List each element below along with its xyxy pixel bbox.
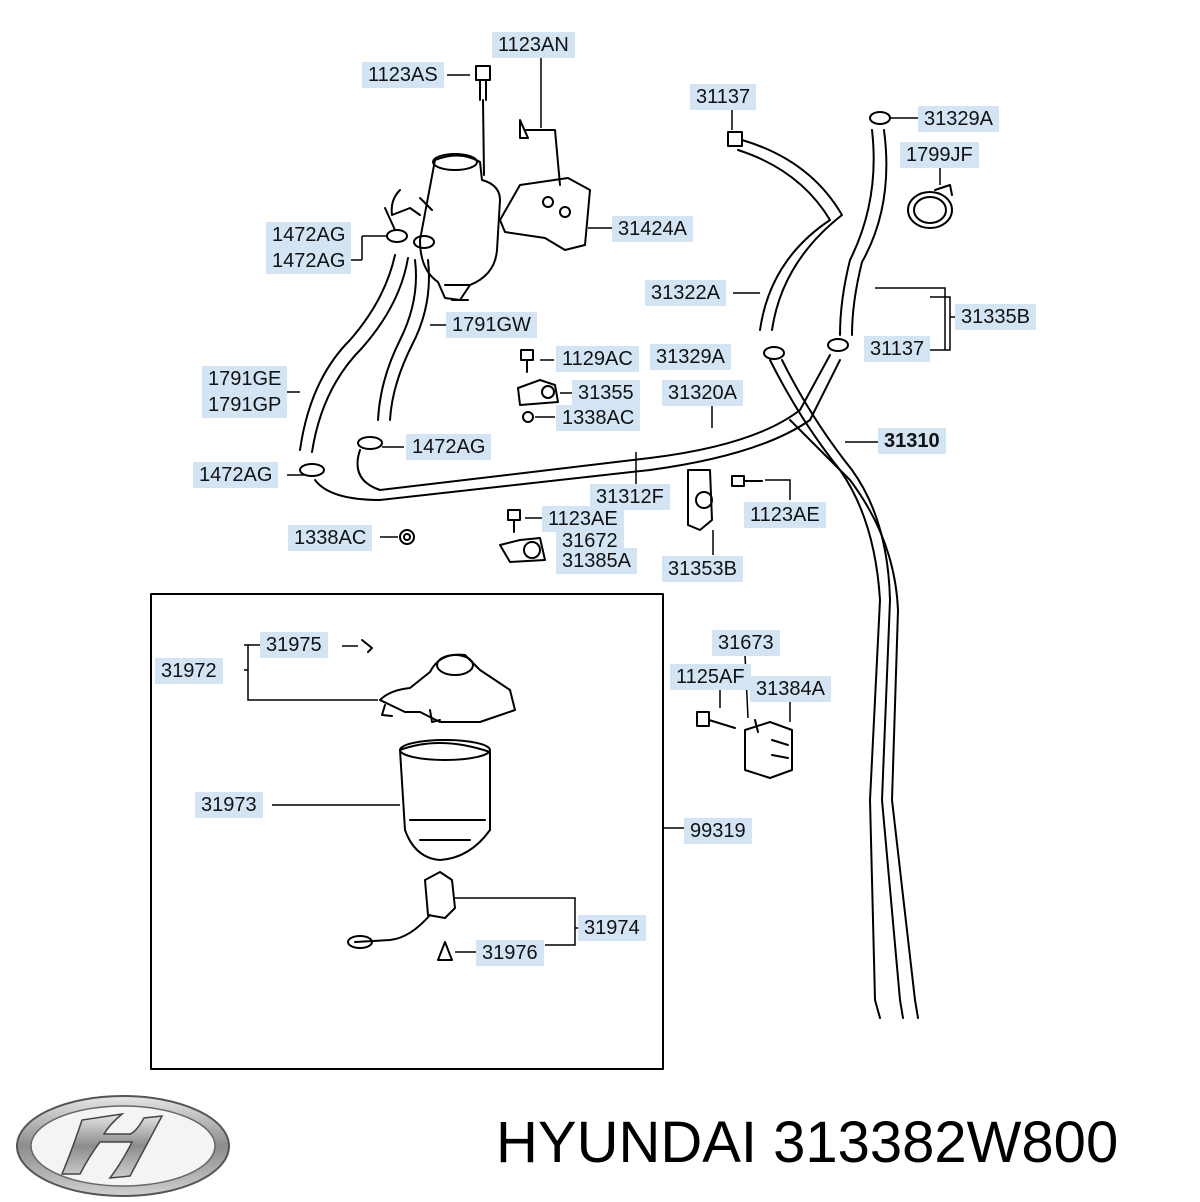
clamp-1799JF-icon: [907, 184, 953, 229]
brand-part-number: HYUNDAI 313382W800: [496, 1110, 1119, 1175]
part-label-1472AG-1: 1472AG: [266, 222, 352, 248]
hose-31335B-icon: [839, 129, 888, 336]
bolt-1129AC-icon: [520, 349, 534, 373]
part-label-1791GP: 1791GP: [202, 392, 288, 418]
part-label-31329A-mid: 31329A: [650, 344, 731, 370]
part-label-31320A: 31320A: [662, 380, 743, 406]
nut-1338AC-icon: [522, 411, 534, 423]
part-label-31384A: 31384A: [750, 676, 831, 702]
hose-1791GW-icon: [377, 259, 430, 421]
part-label-31974: 31974: [578, 915, 646, 941]
assembly-box-99319: [150, 593, 664, 1070]
clip-31385A-icon: [499, 537, 546, 563]
part-label-31137-top: 31137: [690, 84, 757, 110]
part-label-1125AF: 1125AF: [670, 664, 751, 690]
hyundai-logo-icon: [16, 1095, 230, 1197]
part-label-1338AC-1: 1338AC: [556, 405, 641, 431]
part-label-31673: 31673: [712, 630, 780, 656]
part-label-31322A: 31322A: [645, 280, 726, 306]
filter-head-31972-icon: [379, 653, 516, 723]
fuel-line-31320A-icon: [314, 354, 841, 501]
part-label-31310: 31310: [878, 428, 946, 454]
bolt-1125AF-icon: [696, 711, 736, 729]
part-label-31353B: 31353B: [662, 556, 743, 582]
hose-31322A-icon: [737, 139, 843, 331]
part-label-31972: 31972: [155, 658, 223, 684]
part-label-1791GE: 1791GE: [202, 366, 288, 392]
bracket-31353B-icon: [687, 469, 713, 531]
part-label-1129AC: 1129AC: [556, 346, 639, 372]
nut-1338AC-b-icon: [399, 529, 415, 545]
part-label-1123AE-1: 1123AE: [542, 506, 624, 532]
part-label-1472AG-3: 1472AG: [406, 434, 492, 460]
clip-31355-icon: [517, 379, 559, 406]
part-label-1123AN: 1123AN: [492, 32, 575, 58]
part-label-31976: 31976: [476, 940, 544, 966]
part-label-31335B: 31335B: [955, 304, 1036, 330]
part-label-99319: 99319: [684, 818, 752, 844]
hose-1791GE-icon: [299, 254, 409, 453]
part-label-31424A: 31424A: [612, 216, 693, 242]
cap-31976-icon: [437, 941, 453, 961]
bracket-31424A-icon: [499, 119, 591, 251]
fuel-line-31310-icon: [769, 359, 919, 1019]
leader-lines: [244, 58, 955, 953]
part-label-1799JF: 1799JF: [900, 142, 979, 168]
part-label-1472AG-2: 1472AG: [266, 248, 352, 274]
part-label-31973: 31973: [195, 792, 263, 818]
filter-element-31973-icon: [399, 739, 491, 861]
sensor-31974-icon: [347, 871, 456, 949]
clip-31384A-icon: [744, 719, 793, 779]
bolt-1123AE-b-icon: [731, 475, 763, 487]
part-label-1338AC-2: 1338AC: [288, 525, 373, 551]
part-label-31975: 31975: [260, 632, 328, 658]
screw-31975-icon: [361, 639, 373, 653]
part-label-31329A-top: 31329A: [918, 106, 999, 132]
part-label-1123AS: 1123AS: [362, 62, 444, 88]
part-label-31385A: 31385A: [556, 548, 637, 574]
bolt-1123AS-icon: [475, 65, 491, 176]
bolt-1123AE-a-icon: [507, 509, 521, 533]
part-label-1791GW: 1791GW: [446, 312, 537, 338]
part-label-31137-mid: 31137: [864, 336, 931, 362]
part-label-1123AE-2: 1123AE: [744, 502, 826, 528]
part-label-31312F: 31312F: [590, 484, 670, 510]
part-label-31355: 31355: [572, 380, 640, 406]
part-label-1472AG-4: 1472AG: [193, 462, 279, 488]
